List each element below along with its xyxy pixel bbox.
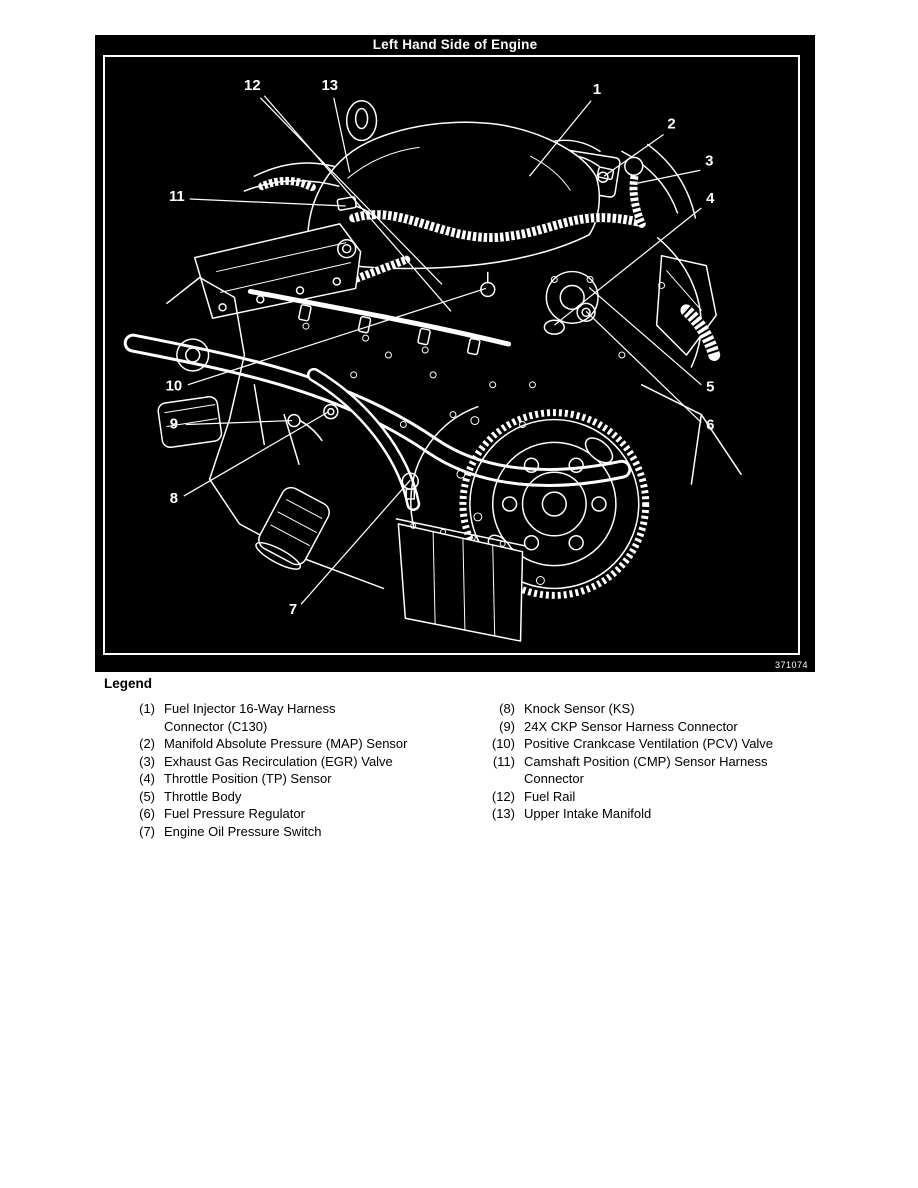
- callout-leader-line: [528, 100, 592, 177]
- callout-leader-line: [588, 286, 702, 386]
- oil-fill-cap: [337, 239, 357, 259]
- legend-item: (10) Positive Crankcase Ventilation (PCV)…: [481, 735, 833, 753]
- legend-item: (5) Throttle Body: [121, 788, 473, 806]
- legend-item-label: Positive Crankcase Ventilation (PCV) Val…: [524, 736, 774, 751]
- legend-item-number: (3): [139, 753, 155, 769]
- callout-number: 11: [169, 189, 185, 205]
- legend-item: (4) Throttle Position (TP) Sensor: [121, 770, 473, 788]
- engine-mount-bracket: [655, 254, 721, 361]
- legend-item: (2) Manifold Absolute Pressure (MAP) Sens…: [121, 735, 473, 753]
- pcv-valve: [480, 271, 496, 298]
- legend-item-number: (8): [499, 701, 515, 716]
- oil-pan: [395, 518, 526, 642]
- legend-item-label: Engine Oil Pressure Switch: [164, 823, 322, 839]
- legend-heading: Legend: [104, 676, 153, 691]
- legend-item: (11) Camshaft Position (CMP) Sensor Harne…: [481, 753, 833, 788]
- legend-item-number: (12): [491, 788, 515, 804]
- callout-number: 2: [667, 117, 675, 133]
- legend-item-number: (6): [139, 806, 155, 821]
- callout-leader-line: [603, 133, 664, 177]
- engine-lift-bracket: [345, 99, 378, 142]
- bolt-heads: [350, 281, 666, 429]
- legend-column-right: (8) Knock Sensor (KS) (9) 24X CKP Sensor Ha…: [481, 700, 833, 823]
- legend-item-label: Manifold Absolute Pressure (MAP) Sensor: [164, 736, 408, 751]
- oil-filter: [255, 486, 330, 570]
- legend-item-number: (13): [491, 806, 515, 821]
- callout-number: 4: [706, 191, 715, 207]
- legend-item-number: (10): [491, 736, 515, 751]
- callout-number: 12: [244, 78, 261, 94]
- callout-leader-line: [183, 411, 330, 497]
- callout-number: 5: [706, 380, 714, 396]
- legend-item: (6) Fuel Pressure Regulator: [121, 805, 473, 823]
- legend-item-number: (11): [492, 753, 515, 769]
- legend-item-number: (4): [139, 771, 155, 786]
- figure-box: Left Hand Side of Engine: [95, 35, 815, 672]
- callout-number: 7: [289, 602, 297, 618]
- callout-leader-line: [585, 310, 702, 423]
- legend-item: (13) Upper Intake Manifold: [481, 805, 833, 823]
- callout-leader-line: [259, 97, 443, 285]
- throttle-body: [543, 270, 599, 335]
- legend-item-number: (2): [139, 736, 155, 751]
- callout-number: 8: [170, 491, 178, 507]
- callout-leader-line: [553, 207, 702, 326]
- egr-valve: [624, 156, 646, 228]
- heater-hose: [123, 333, 632, 511]
- legend-item: (8) Knock Sensor (KS): [481, 700, 833, 718]
- legend-item-label: Fuel Pressure Regulator: [164, 806, 305, 821]
- callout-leader-line: [187, 287, 486, 386]
- legend-item-label: 24X CKP Sensor Harness Connector: [524, 718, 738, 734]
- legend-item: (7) Engine Oil Pressure Switch: [121, 823, 473, 841]
- legend-item-number: (5): [139, 788, 155, 804]
- legend-item-label: Knock Sensor (KS): [524, 701, 635, 716]
- callout-number: 10: [166, 379, 183, 395]
- callout-leader-line: [189, 198, 346, 207]
- legend-item: (3) Exhaust Gas Recirculation (EGR) Valve: [121, 753, 473, 771]
- callout-leader-line: [333, 97, 351, 173]
- legend-item-number: (7): [139, 823, 155, 839]
- legend-item-number: (9): [499, 718, 515, 734]
- valve-cover: [193, 223, 362, 319]
- legend-item: (12) Fuel Rail: [481, 788, 833, 806]
- callout-number: 3: [705, 153, 713, 169]
- right-hoses: [621, 143, 742, 485]
- figure-title: Left Hand Side of Engine: [372, 37, 538, 52]
- legend-item: (9) 24X CKP Sensor Harness Connector: [481, 718, 833, 736]
- callout-number: 1: [593, 82, 601, 98]
- legend-item-label: Exhaust Gas Recirculation (EGR) Valve: [164, 753, 393, 769]
- legend-item-label: Throttle Position (TP) Sensor: [164, 771, 332, 786]
- callout-leader-line: [185, 419, 293, 426]
- callout-number: 6: [706, 417, 714, 433]
- engine-illustration: [123, 99, 742, 642]
- legend-item-label: Fuel Rail: [524, 788, 576, 804]
- callout-number: 9: [170, 417, 178, 433]
- legend-item-number: (1): [139, 701, 155, 716]
- fuel-rail: [247, 288, 512, 356]
- callout-leader-line: [637, 169, 701, 184]
- callout-number: 13: [322, 78, 339, 94]
- flywheel: [459, 409, 650, 599]
- figure-number: 371074: [774, 660, 808, 670]
- callout-leader-line: [263, 95, 452, 312]
- legend-item-label: Upper Intake Manifold: [524, 806, 652, 821]
- legend-item-label: Throttle Body: [164, 788, 242, 804]
- knock-sensor: [323, 403, 339, 420]
- callout-leader-line: [300, 479, 411, 605]
